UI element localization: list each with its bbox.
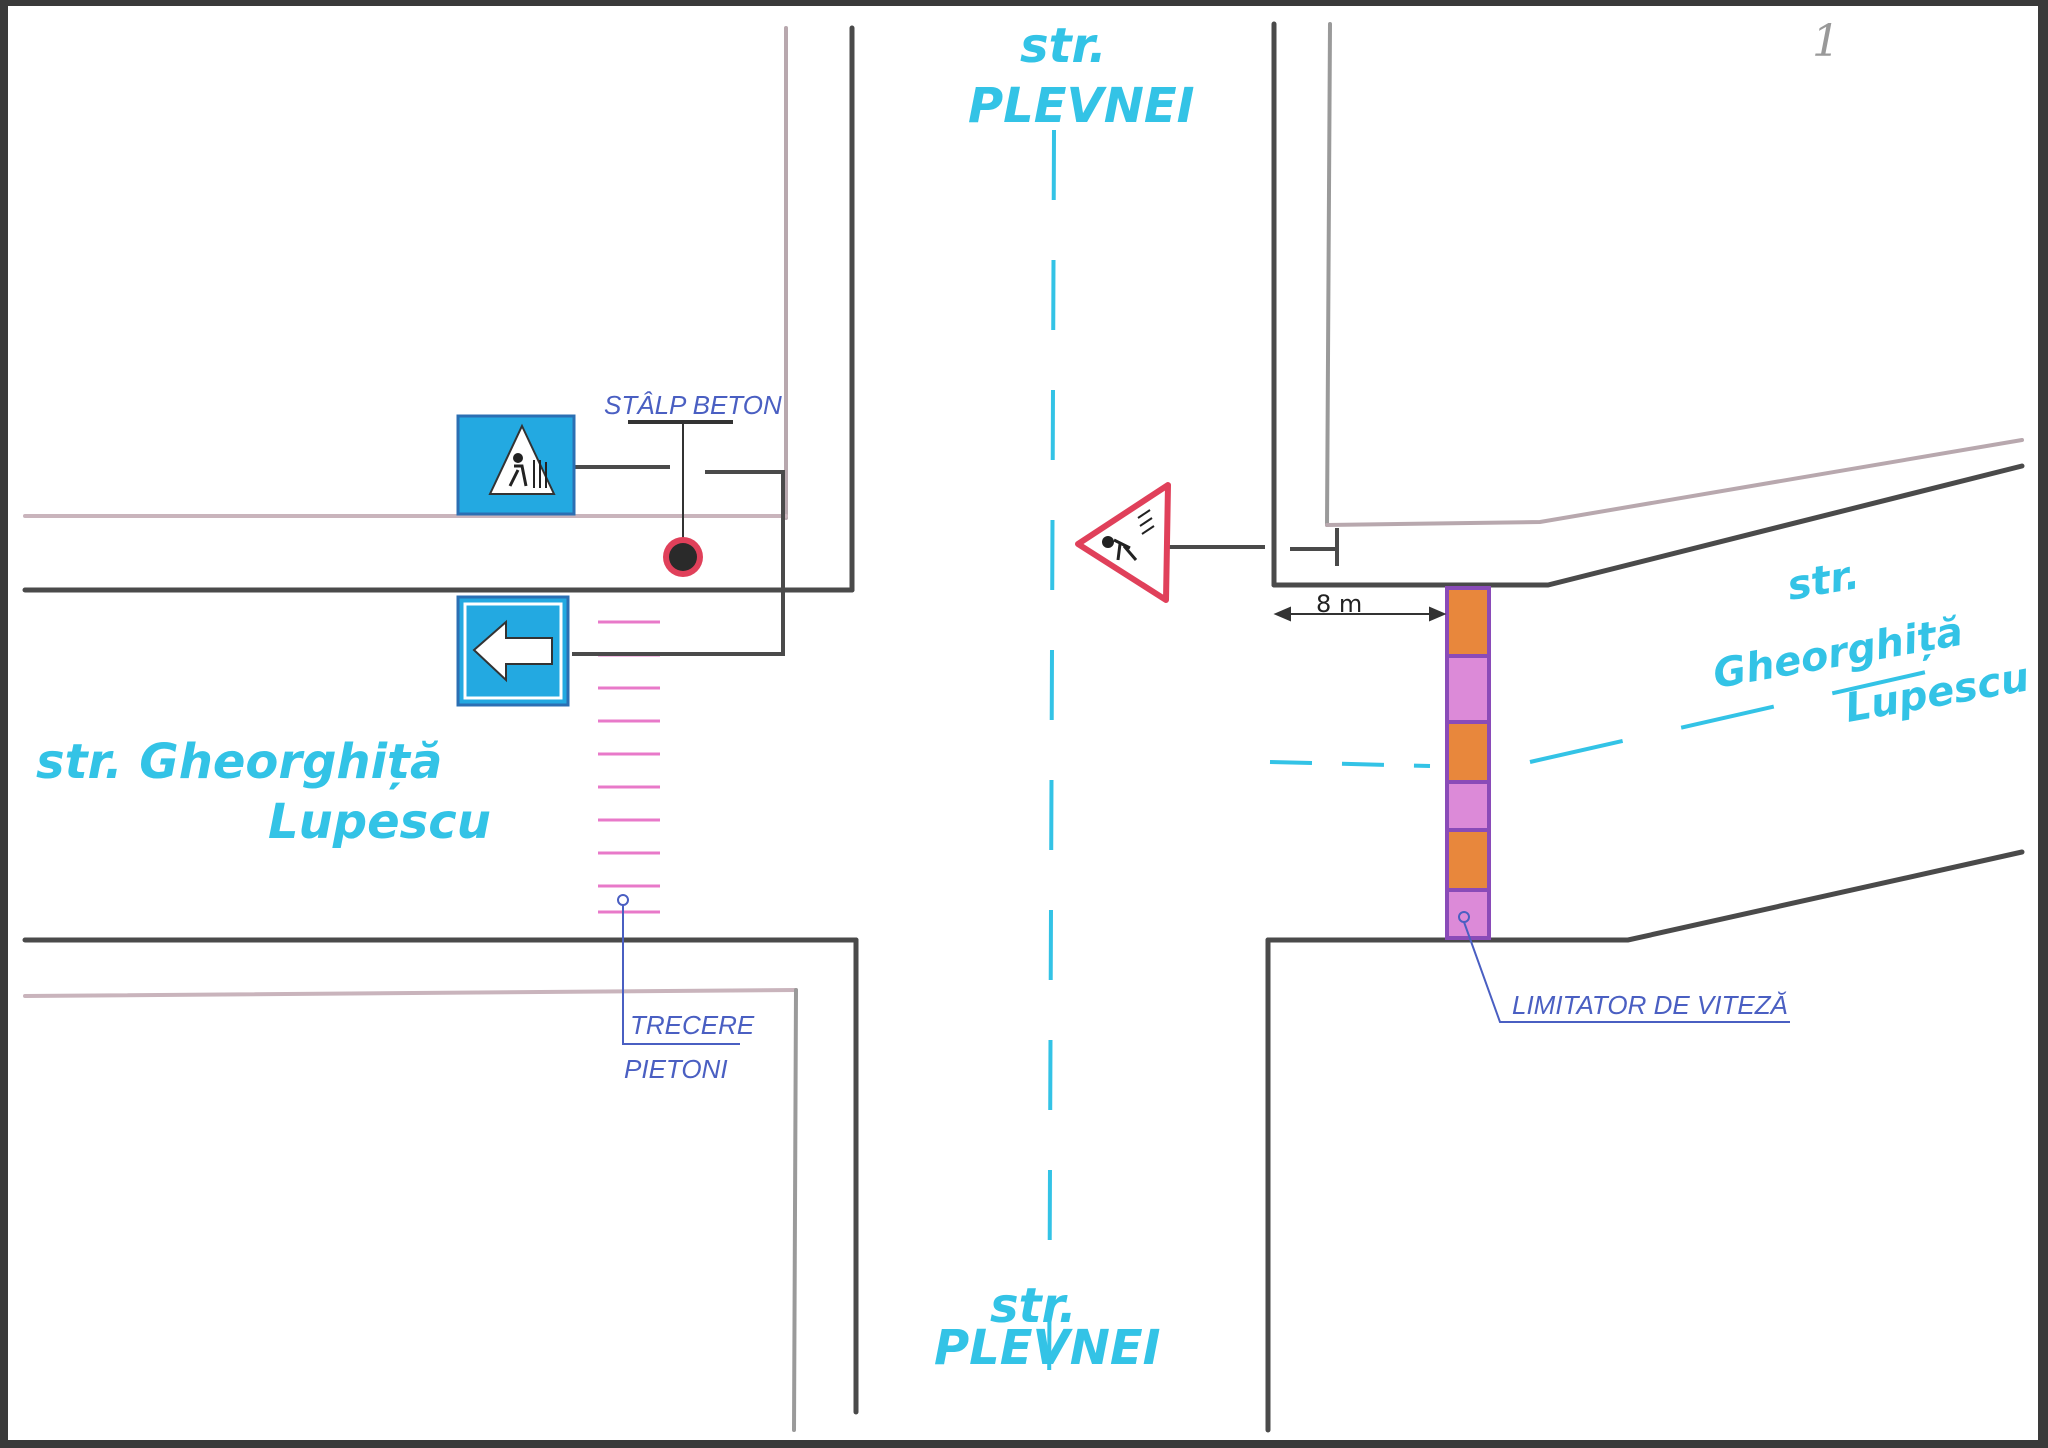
- leader-lines: [617, 894, 1790, 1045]
- page-number: 1: [1812, 16, 1840, 67]
- speed-bump: [1445, 586, 1491, 940]
- sidewalk-top-right-horizontal: [1325, 438, 2024, 527]
- distance-dimension: [1273, 606, 1447, 622]
- lupescu-center-line-west: [1269, 760, 1431, 768]
- street-label-plevnei-bottom-2: PLEVNEI: [934, 1320, 1161, 1376]
- crossing-label-2: PIETONI: [624, 1054, 728, 1084]
- pedestrian-warning-sign: [1075, 482, 1339, 603]
- distance-label: 8 m: [1316, 590, 1362, 618]
- speed-bump-segment: [1445, 828, 1491, 892]
- sidewalk-bottom-left-horizontal: [23, 988, 798, 998]
- pole-label: STÂLP BETON: [604, 390, 782, 420]
- curb-bottom-right-horizontal: [1265, 849, 2025, 943]
- street-label-lupescu-left-1: str. Gheorghiță: [36, 734, 442, 790]
- curbs: [22, 21, 2025, 1433]
- street-label-plevnei-bottom-1: str.: [990, 1278, 1077, 1334]
- speed-bump-segment: [1445, 654, 1491, 724]
- crossing-label-1: TRECERE: [630, 1010, 755, 1040]
- sign-post-left: [572, 465, 785, 656]
- lane-markings: [1047, 129, 1971, 1426]
- speed-bump-segment: [1445, 586, 1491, 658]
- sidewalk-top-right-vertical: [1325, 22, 1332, 527]
- curb-top-right-horizontal: [1271, 463, 2025, 588]
- pedestrian-crossing-sign: [456, 414, 576, 516]
- sidewalk-bottom-left-vertical: [792, 988, 798, 1432]
- street-label-lupescu-right-1: str.: [1784, 552, 1863, 610]
- street-label-lupescu-left-2: Lupescu: [268, 794, 491, 850]
- speed-bump-segment: [1445, 780, 1491, 832]
- street-label-plevnei-top-2: PLEVNEI: [968, 78, 1195, 134]
- pedestrian-crossing: [598, 620, 660, 914]
- concrete-pole: [628, 420, 733, 577]
- one-way-arrow-sign: [456, 595, 570, 707]
- speed-bump-segment: [1445, 720, 1491, 784]
- speed-bump-label: LIMITATOR DE VITEZĂ: [1512, 990, 1788, 1020]
- street-label-plevnei-top-1: str.: [1020, 18, 1107, 74]
- lupescu-center-line-east: [1529, 660, 1971, 764]
- plevnei-center-line: [1047, 129, 1056, 1426]
